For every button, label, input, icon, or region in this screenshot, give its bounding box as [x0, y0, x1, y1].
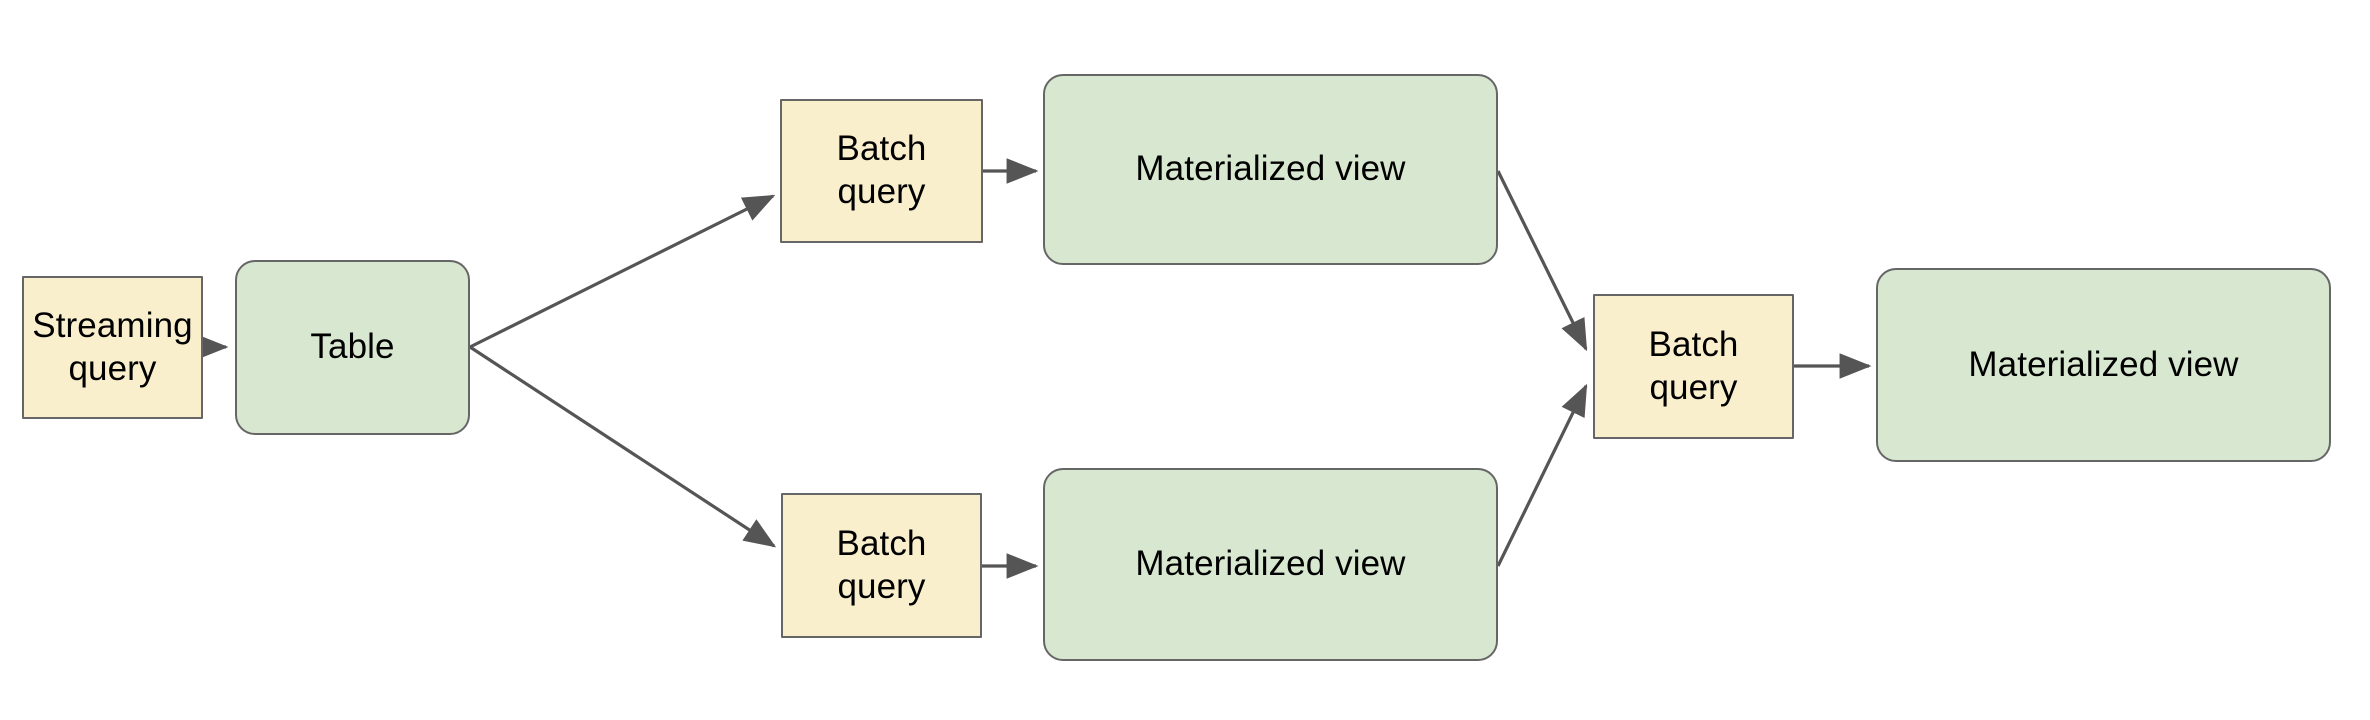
- edge-materialized-view-top-to-batch-query-center: [1496, 170, 1588, 352]
- node-batch-query-center[interactable]: Batch query: [1593, 294, 1794, 439]
- node-batch-query-top-label: Batch query: [836, 129, 927, 211]
- edge-materialized-view-bottom-to-batch-query-center: [1496, 383, 1588, 567]
- edge-table-to-batch-query-bottom: [469, 345, 777, 548]
- node-materialized-view-bottom[interactable]: Materialized view: [1043, 468, 1498, 661]
- node-table[interactable]: Table: [235, 260, 470, 435]
- node-batch-query-bottom[interactable]: Batch query: [781, 493, 982, 638]
- node-table-label: Table: [310, 327, 395, 367]
- node-materialized-view-top-label: Materialized view: [1135, 149, 1406, 189]
- node-materialized-view-bottom-label: Materialized view: [1135, 544, 1406, 584]
- node-materialized-view-right[interactable]: Materialized view: [1876, 268, 2331, 462]
- node-streaming-query-label: Streaming query: [32, 305, 193, 388]
- node-materialized-view-right-label: Materialized view: [1968, 344, 2239, 384]
- edge-table-to-batch-query-top: [469, 194, 776, 349]
- node-batch-query-center-label: Batch query: [1648, 324, 1739, 407]
- node-batch-query-bottom-label: Batch query: [836, 523, 927, 606]
- node-materialized-view-top[interactable]: Materialized view: [1043, 74, 1498, 265]
- node-streaming-query[interactable]: Streaming query: [22, 276, 203, 419]
- node-batch-query-top[interactable]: Batch query: [780, 99, 983, 243]
